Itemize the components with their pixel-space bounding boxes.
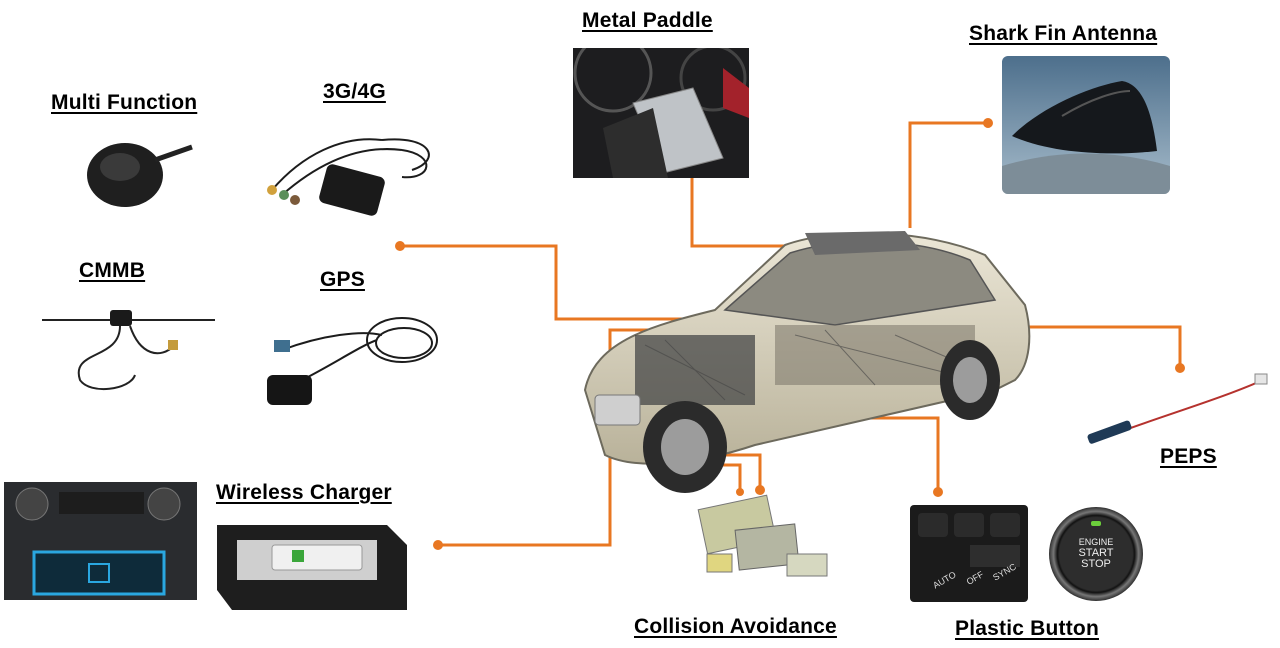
collision-avoidance-label: Collision Avoidance: [634, 615, 837, 638]
engine-start-button-image: ENGINE START STOP: [1049, 507, 1143, 601]
gps-label: GPS: [320, 268, 365, 291]
peps-label: PEPS: [1160, 445, 1217, 468]
cmmb-image: [40, 300, 220, 400]
wireless-charger-console-image: [4, 482, 197, 600]
connector-3g4g: [400, 244, 710, 321]
wireless-charger-module-image: [212, 515, 412, 615]
connector-shark-fin: [908, 121, 988, 228]
connector-peps: [965, 325, 1182, 368]
multi-function-label: Multi Function: [51, 91, 198, 114]
start-label: START: [1078, 547, 1114, 559]
wireless-charger-label: Wireless Charger: [216, 481, 392, 504]
metal-paddle-image: [573, 48, 749, 178]
3g4g-image: [262, 115, 447, 220]
peps-image: [1085, 372, 1275, 447]
multi-function-image: [80, 125, 195, 210]
collision-avoidance-image: [692, 492, 832, 587]
3g4g-label: 3G/4G: [323, 80, 386, 103]
car-cutaway-image: [575, 215, 1035, 510]
dash-auto-label: AUTO: [931, 569, 958, 591]
dash-off-label: OFF: [964, 569, 986, 587]
gps-image: [262, 305, 447, 410]
plastic-button-panel-image: AUTO OFF SYNC: [910, 505, 1028, 602]
shark-fin-antenna-image: [1002, 56, 1170, 194]
cmmb-label: CMMB: [79, 259, 146, 282]
engine-label: ENGINE: [1078, 537, 1114, 547]
metal-paddle-label: Metal Paddle: [582, 9, 713, 32]
shark-fin-antenna-label: Shark Fin Antenna: [969, 22, 1158, 45]
plastic-button-label: Plastic Button: [955, 617, 1099, 640]
stop-label: STOP: [1081, 558, 1111, 570]
